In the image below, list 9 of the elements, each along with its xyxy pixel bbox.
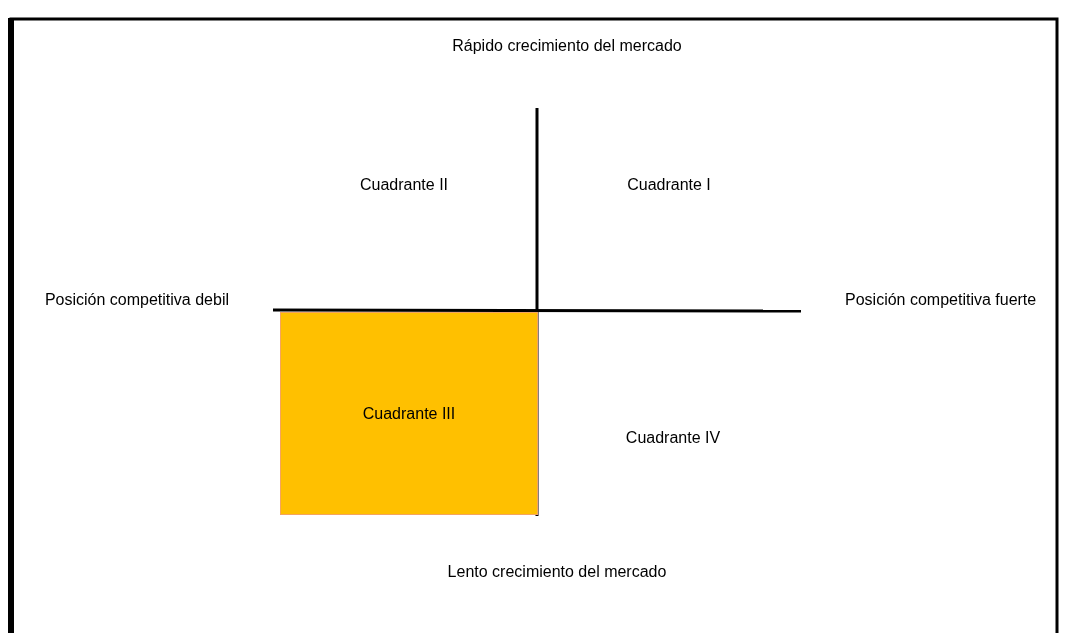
axis-label: Posición competitiva debil — [43, 290, 229, 310]
quadrant-label: Cuadrante I — [626, 175, 712, 195]
quadrant-label: Cuadrante II — [358, 175, 450, 195]
quadrant-label: Cuadrante IV — [624, 428, 722, 448]
axis-label: Rápido crecimiento del mercado — [451, 36, 683, 56]
quadrant-label: Cuadrante III — [362, 404, 456, 423]
axis-label: Posición competitiva fuerte — [845, 290, 1038, 310]
axis-label: Lento crecimiento del mercado — [446, 562, 668, 582]
quadrant-box — [280, 312, 538, 515]
